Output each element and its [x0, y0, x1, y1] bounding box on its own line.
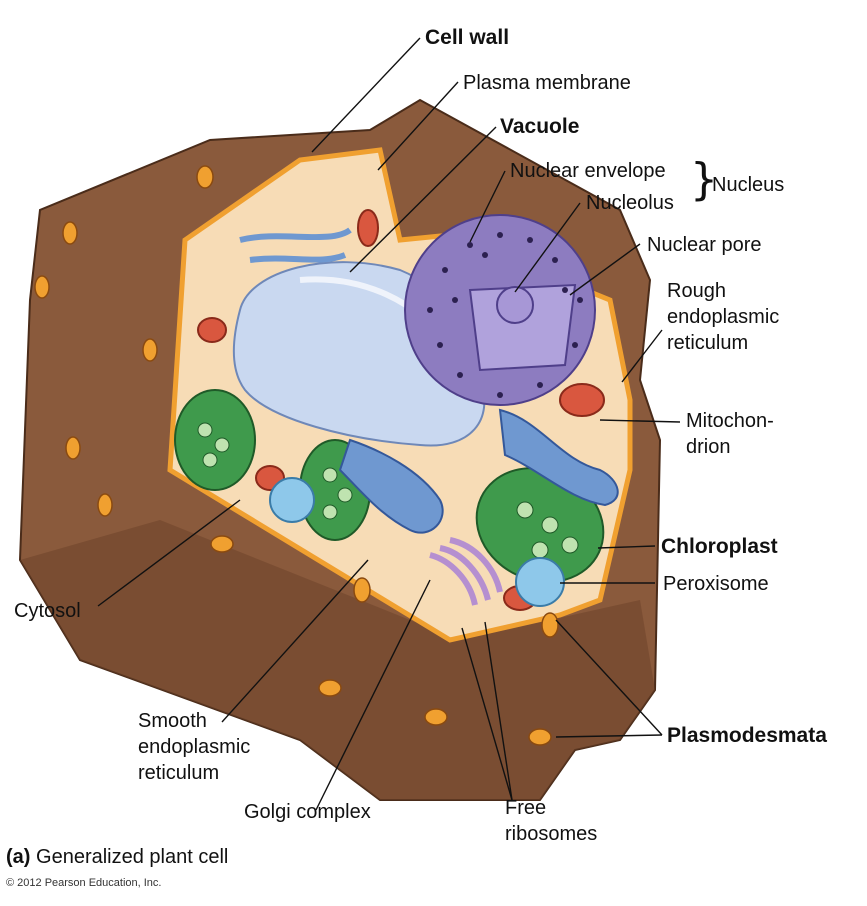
smooth-er [338, 438, 444, 534]
label-nuclear-envelope: Nuclear envelope [510, 160, 666, 182]
label-free-ribosomes: Free ribosomes [505, 797, 598, 845]
label-nuclear-pore: Nuclear pore [647, 234, 762, 256]
wall-pits [34, 165, 559, 746]
cell-wall-front-face [20, 520, 655, 800]
label-cell-wall: Cell wall [425, 26, 510, 49]
caption-text: Generalized plant cell [36, 846, 229, 868]
label-chloroplast: Chloroplast [661, 535, 778, 558]
label-smooth-er: Smooth endoplasmic reticulum [138, 710, 251, 784]
golgi-complex [429, 537, 503, 606]
caption-letter: (a) [6, 846, 31, 868]
mitochondrion-3 [559, 383, 605, 417]
rough-er [498, 408, 619, 507]
label-rough-er: Rough endoplasmic reticulum [667, 280, 780, 354]
label-plasmodesmata: Plasmodesmata [667, 724, 827, 747]
label-nucleus: Nucleus [712, 174, 785, 196]
copyright: © 2012 Pearson Education, Inc. [6, 877, 162, 889]
mitochondrion-2 [357, 209, 379, 247]
nucleus-brace: } [690, 154, 718, 205]
peroxisome-2 [269, 477, 315, 523]
nucleolus [496, 286, 534, 324]
peroxisome-1 [515, 557, 565, 607]
label-mitochondrion: Mitochon- drion [686, 410, 774, 458]
figure-caption: (a) Generalized plant cell [6, 846, 228, 869]
label-golgi: Golgi complex [244, 801, 371, 823]
label-plasma-membrane: Plasma membrane [463, 72, 631, 94]
leader-lines [97, 37, 681, 811]
label-peroxisome: Peroxisome [663, 573, 769, 595]
nuclear-pores [427, 232, 583, 398]
label-vacuole: Vacuole [500, 115, 580, 138]
label-cytosol: Cytosol [14, 600, 81, 622]
mitochondrion-1 [197, 317, 227, 343]
label-nucleolus: Nucleolus [586, 192, 674, 214]
chloroplast-1 [174, 389, 256, 491]
